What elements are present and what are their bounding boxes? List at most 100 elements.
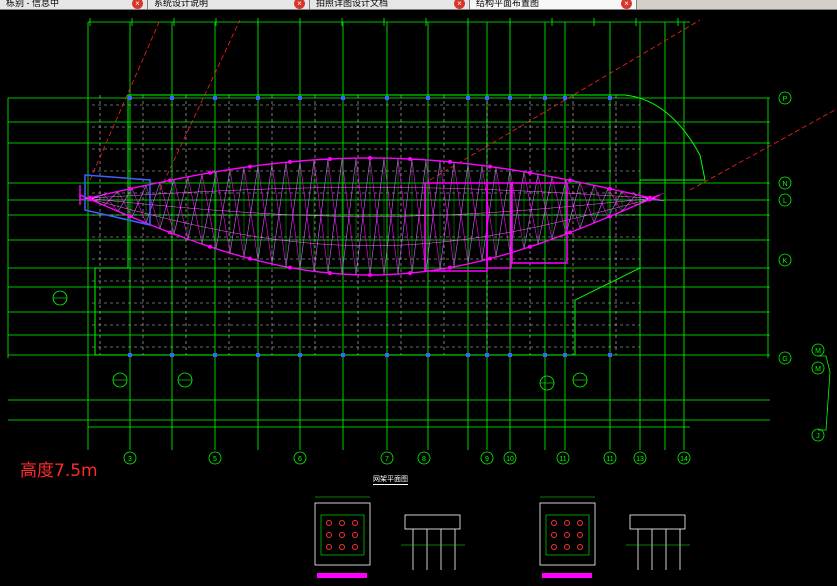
- tab-4[interactable]: 结构平面布置图 ×: [470, 0, 637, 9]
- truss-web-member: [383, 158, 399, 275]
- axis-bubble: 10: [503, 451, 517, 465]
- axis-bubble-circle: [503, 451, 517, 465]
- truss-web-member: [523, 174, 539, 249]
- truss-web-member: [145, 185, 161, 229]
- axis-bubble: 11: [556, 451, 570, 465]
- tab-1[interactable]: 栋别 - 信息中 ×: [0, 0, 148, 9]
- end-support-frame: [84, 174, 151, 226]
- baseplate-inner: [545, 514, 590, 556]
- truss-web-member: [327, 158, 343, 273]
- connection-details: [314, 496, 690, 578]
- axis-bubble-circle: [677, 451, 691, 465]
- truss-web-member: [313, 159, 329, 272]
- truss-web-member: [593, 188, 609, 224]
- axis-bubble: 11: [603, 451, 617, 465]
- truss-node: [648, 197, 652, 202]
- axis-bubble-circle: [480, 451, 494, 465]
- tab-4-label: 结构平面布置图: [476, 0, 540, 8]
- elevation-cap: [404, 514, 461, 530]
- document-tab-bar: 栋别 - 信息中 × 系统设计说明 × 拍照详图设计文档 × 结构平面布置图 ×: [0, 0, 837, 10]
- tab-3-close-icon[interactable]: ×: [454, 0, 465, 9]
- truss-web-member: [257, 165, 273, 265]
- truss-web-member: [173, 179, 189, 240]
- truss-web-member: [257, 163, 273, 261]
- truss-web-member: [397, 159, 413, 275]
- axis-bubble-circle: [811, 428, 825, 442]
- tab-3[interactable]: 拍照详图设计文档 ×: [310, 0, 470, 9]
- axis-bubble: K: [778, 253, 792, 267]
- truss-node: [208, 244, 212, 249]
- axis-bubble: M: [811, 343, 825, 357]
- elevation-detail: [401, 514, 465, 570]
- tab-1-label: 栋别 - 信息中: [6, 0, 59, 8]
- axis-bubble-label: G: [782, 356, 787, 363]
- truss-web-member: [117, 191, 133, 218]
- axis-bubble: 9: [480, 451, 494, 465]
- column-marker: [256, 353, 260, 357]
- column-marker: [543, 96, 547, 100]
- axis-bubble-label: K: [783, 258, 788, 265]
- bolt-hole: [564, 532, 570, 538]
- column-marker: [563, 96, 567, 100]
- axis-bubble-circle: [208, 451, 222, 465]
- column-marker: [608, 96, 612, 100]
- truss-web-member: [173, 176, 189, 235]
- truss-web-member: [229, 167, 245, 254]
- truss-node: [248, 256, 252, 261]
- truss-node: [288, 159, 292, 164]
- baseplate-detail: [539, 496, 596, 578]
- elevation-detail: [626, 514, 690, 570]
- truss-node: [448, 265, 452, 270]
- tab-2[interactable]: 系统设计说明 ×: [148, 0, 310, 9]
- truss-node: [328, 271, 332, 276]
- column-marker: [385, 353, 389, 357]
- tab-1-close-icon[interactable]: ×: [132, 0, 143, 9]
- axis-bubble-circle: [417, 451, 431, 465]
- axis-bubble-label: L: [783, 198, 787, 205]
- leader-line: [818, 355, 831, 431]
- axis-bubble-circle: [633, 451, 647, 465]
- truss-web-member: [481, 167, 497, 261]
- axis-bubble-circle: [778, 193, 792, 207]
- truss-web-member: [551, 179, 567, 240]
- truss-longitudinal: [84, 197, 656, 217]
- axis-bubble: 13: [633, 451, 647, 465]
- axis-bubble-label: 3: [128, 456, 132, 463]
- column-marker: [170, 96, 174, 100]
- axis-bubble-circle: [778, 351, 792, 365]
- truss-web-member: [607, 191, 623, 218]
- truss-web-member: [159, 179, 175, 229]
- truss-longitudinal: [84, 187, 656, 199]
- truss-web-member: [271, 162, 287, 265]
- truss-web-member: [537, 174, 553, 240]
- truss-node: [448, 159, 452, 164]
- axis-bubble: G: [778, 351, 792, 365]
- truss-web-member: [131, 188, 147, 224]
- axis-bubble-label: P: [783, 96, 788, 103]
- support-frame: [511, 182, 568, 264]
- truss-web-member: [593, 185, 609, 218]
- bolt-hole: [564, 520, 570, 526]
- column-marker: [385, 96, 389, 100]
- axis-bubble-circle: [778, 91, 792, 105]
- truss-web-member: [215, 169, 231, 249]
- truss-node: [368, 273, 372, 277]
- truss-web-member: [565, 182, 581, 235]
- baseplate-outline: [539, 502, 596, 566]
- truss-web-member: [453, 163, 469, 267]
- tab-2-close-icon[interactable]: ×: [294, 0, 305, 9]
- axis-bubble: M: [811, 361, 825, 375]
- truss-web-member: [243, 165, 259, 258]
- beam-dashed-lines: [92, 95, 640, 355]
- axis-bubble-circle: [778, 253, 792, 267]
- truss-web-member: [523, 171, 539, 245]
- truss-web-member: [649, 199, 665, 202]
- axis-bubble-label: 9: [485, 456, 489, 463]
- tab-4-close-icon[interactable]: ×: [621, 0, 632, 9]
- truss-web-member: [481, 165, 497, 258]
- truss-node: [328, 156, 332, 161]
- bolt-hole: [564, 544, 570, 550]
- bolt-hole: [551, 532, 557, 538]
